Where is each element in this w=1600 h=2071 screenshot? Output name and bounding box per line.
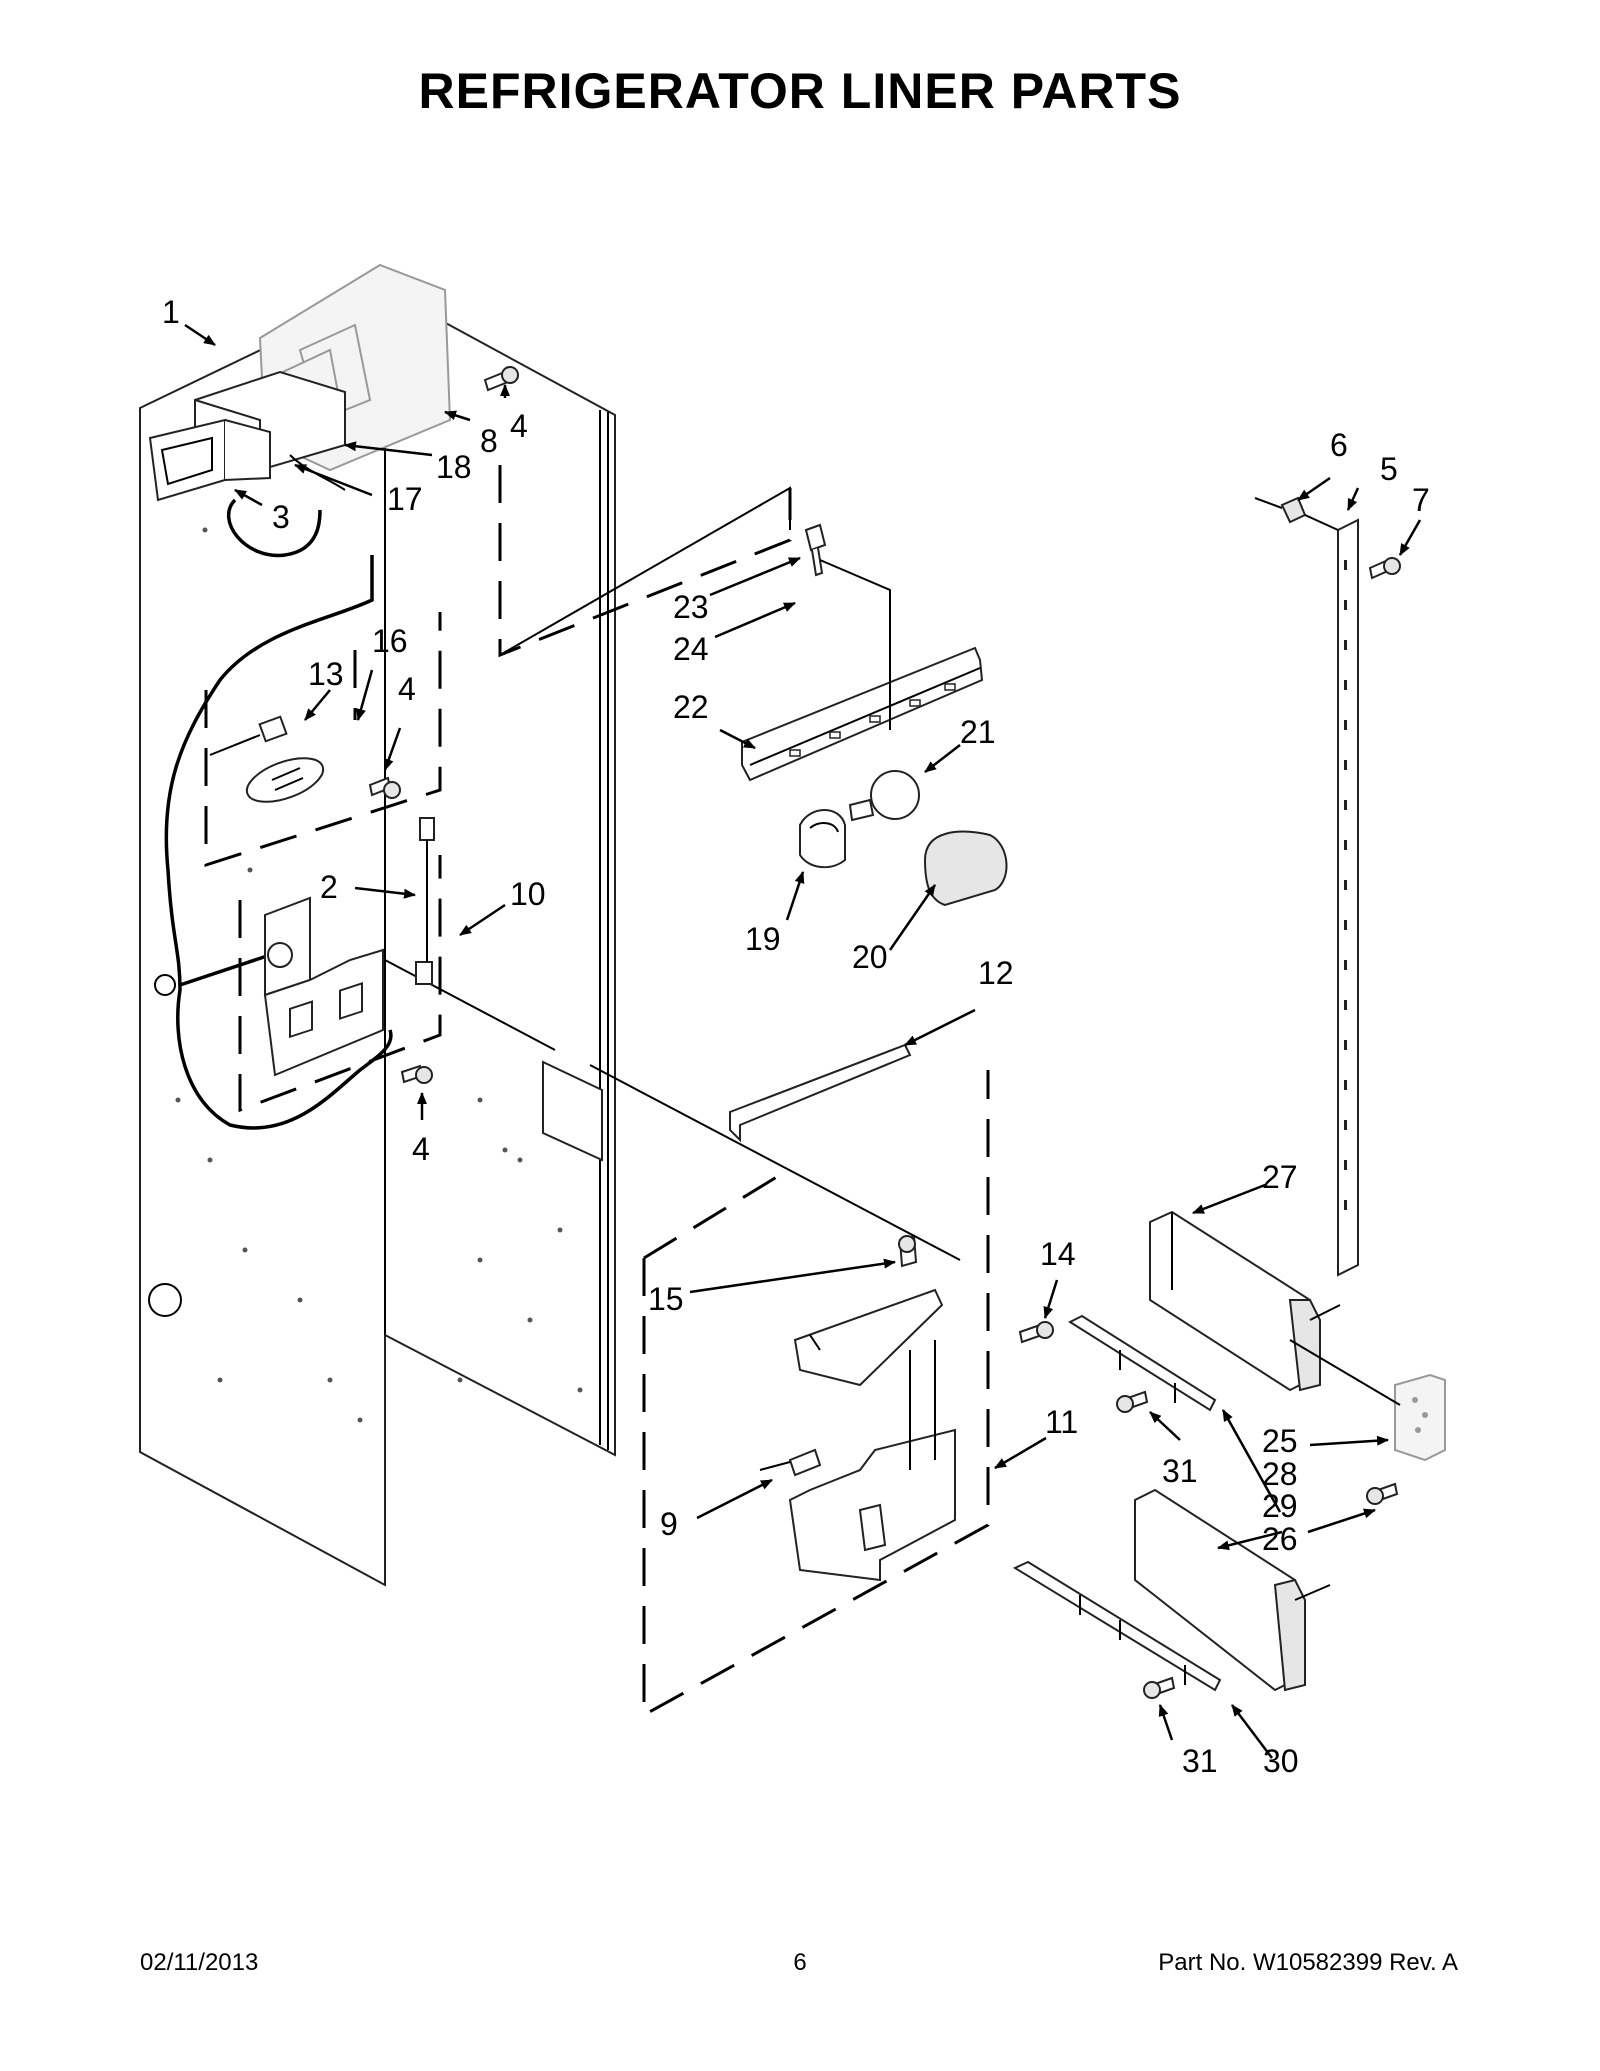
footer-part-number: Part No. W10582399 Rev. A	[1158, 1949, 1458, 1976]
slide-rail-upper	[1067, 1314, 1217, 1412]
light-switch-housing	[263, 896, 384, 1077]
dispenser-housing	[793, 1288, 944, 1387]
callout-6: 6	[1330, 427, 1348, 463]
callout-13: 13	[308, 656, 344, 692]
callout-27: 27	[1262, 1159, 1298, 1195]
page-title: REFRIGERATOR LINER PARTS	[418, 63, 1182, 119]
callout-26: 26	[1262, 1521, 1298, 1557]
water-valve-cover	[788, 1428, 956, 1582]
callout-4: 4	[412, 1131, 430, 1167]
footer-page-number: 6	[793, 1949, 807, 1976]
drawer-front-upper	[1149, 1210, 1321, 1392]
light-switch	[415, 817, 435, 985]
callout-16: 16	[372, 623, 408, 659]
rail-clip	[1254, 496, 1339, 531]
shelf-rail	[1337, 518, 1359, 1277]
callout-3: 3	[272, 499, 290, 535]
callout-labels: 1 4 8 18 17 3 16 13 4 2 10 4 23 24 22 21…	[162, 294, 1430, 1779]
callout-22: 22	[673, 689, 709, 725]
callout-17: 17	[387, 481, 423, 517]
wire-connector	[759, 1448, 822, 1477]
damper-housing	[148, 418, 271, 502]
drawer-handle-trim	[1394, 1373, 1446, 1462]
callout-24: 24	[673, 631, 709, 667]
callout-leaders	[184, 323, 1422, 1759]
valve-screw	[1018, 1321, 1054, 1344]
light-bulb	[848, 770, 920, 822]
callout-7: 7	[1412, 482, 1430, 518]
callout-28: 28	[1262, 1456, 1298, 1492]
crisper-cover	[729, 1043, 912, 1143]
callout-18: 18	[436, 449, 472, 485]
callout-4: 4	[510, 408, 528, 444]
bracket-screw	[804, 523, 827, 577]
slide-screw-lower	[1143, 1676, 1176, 1699]
light-shield	[923, 830, 1008, 907]
screw-mid	[368, 776, 401, 799]
callout-10: 10	[510, 876, 546, 912]
handle-screw	[1366, 1482, 1399, 1505]
rail-screw	[1368, 557, 1401, 580]
callout-31: 31	[1182, 1743, 1218, 1779]
callout-2: 2	[320, 869, 338, 905]
callout-9: 9	[660, 1506, 678, 1542]
switch-connector	[209, 715, 288, 756]
drawer-front-lower	[1134, 1488, 1306, 1692]
slide-screw-upper	[1116, 1390, 1149, 1413]
callout-21: 21	[960, 714, 996, 750]
callout-19: 19	[745, 921, 781, 957]
callout-11: 11	[1045, 1404, 1078, 1440]
callout-15: 15	[648, 1281, 684, 1317]
liner-body	[139, 288, 616, 1587]
callout-25: 25	[1262, 1423, 1298, 1459]
light-socket	[799, 809, 846, 869]
screw-upper	[483, 366, 519, 392]
drawer-screw	[898, 1234, 918, 1268]
callout-31: 31	[1162, 1453, 1198, 1489]
footer-date: 02/11/2013	[140, 1949, 259, 1976]
callout-8: 8	[480, 423, 498, 459]
screw-lower	[400, 1064, 433, 1084]
callout-29: 29	[1262, 1488, 1298, 1524]
callout-12: 12	[978, 955, 1014, 991]
callout-30: 30	[1263, 1743, 1299, 1779]
callout-14: 14	[1040, 1236, 1076, 1272]
callout-20: 20	[852, 939, 888, 975]
callout-5: 5	[1380, 451, 1398, 487]
callout-1: 1	[162, 294, 180, 330]
wiring-harness	[164, 555, 556, 1130]
control-board	[245, 757, 325, 803]
callout-23: 23	[673, 589, 709, 625]
callout-4: 4	[398, 671, 416, 707]
slide-rail-lower	[1012, 1560, 1222, 1692]
light-bracket	[741, 646, 984, 782]
